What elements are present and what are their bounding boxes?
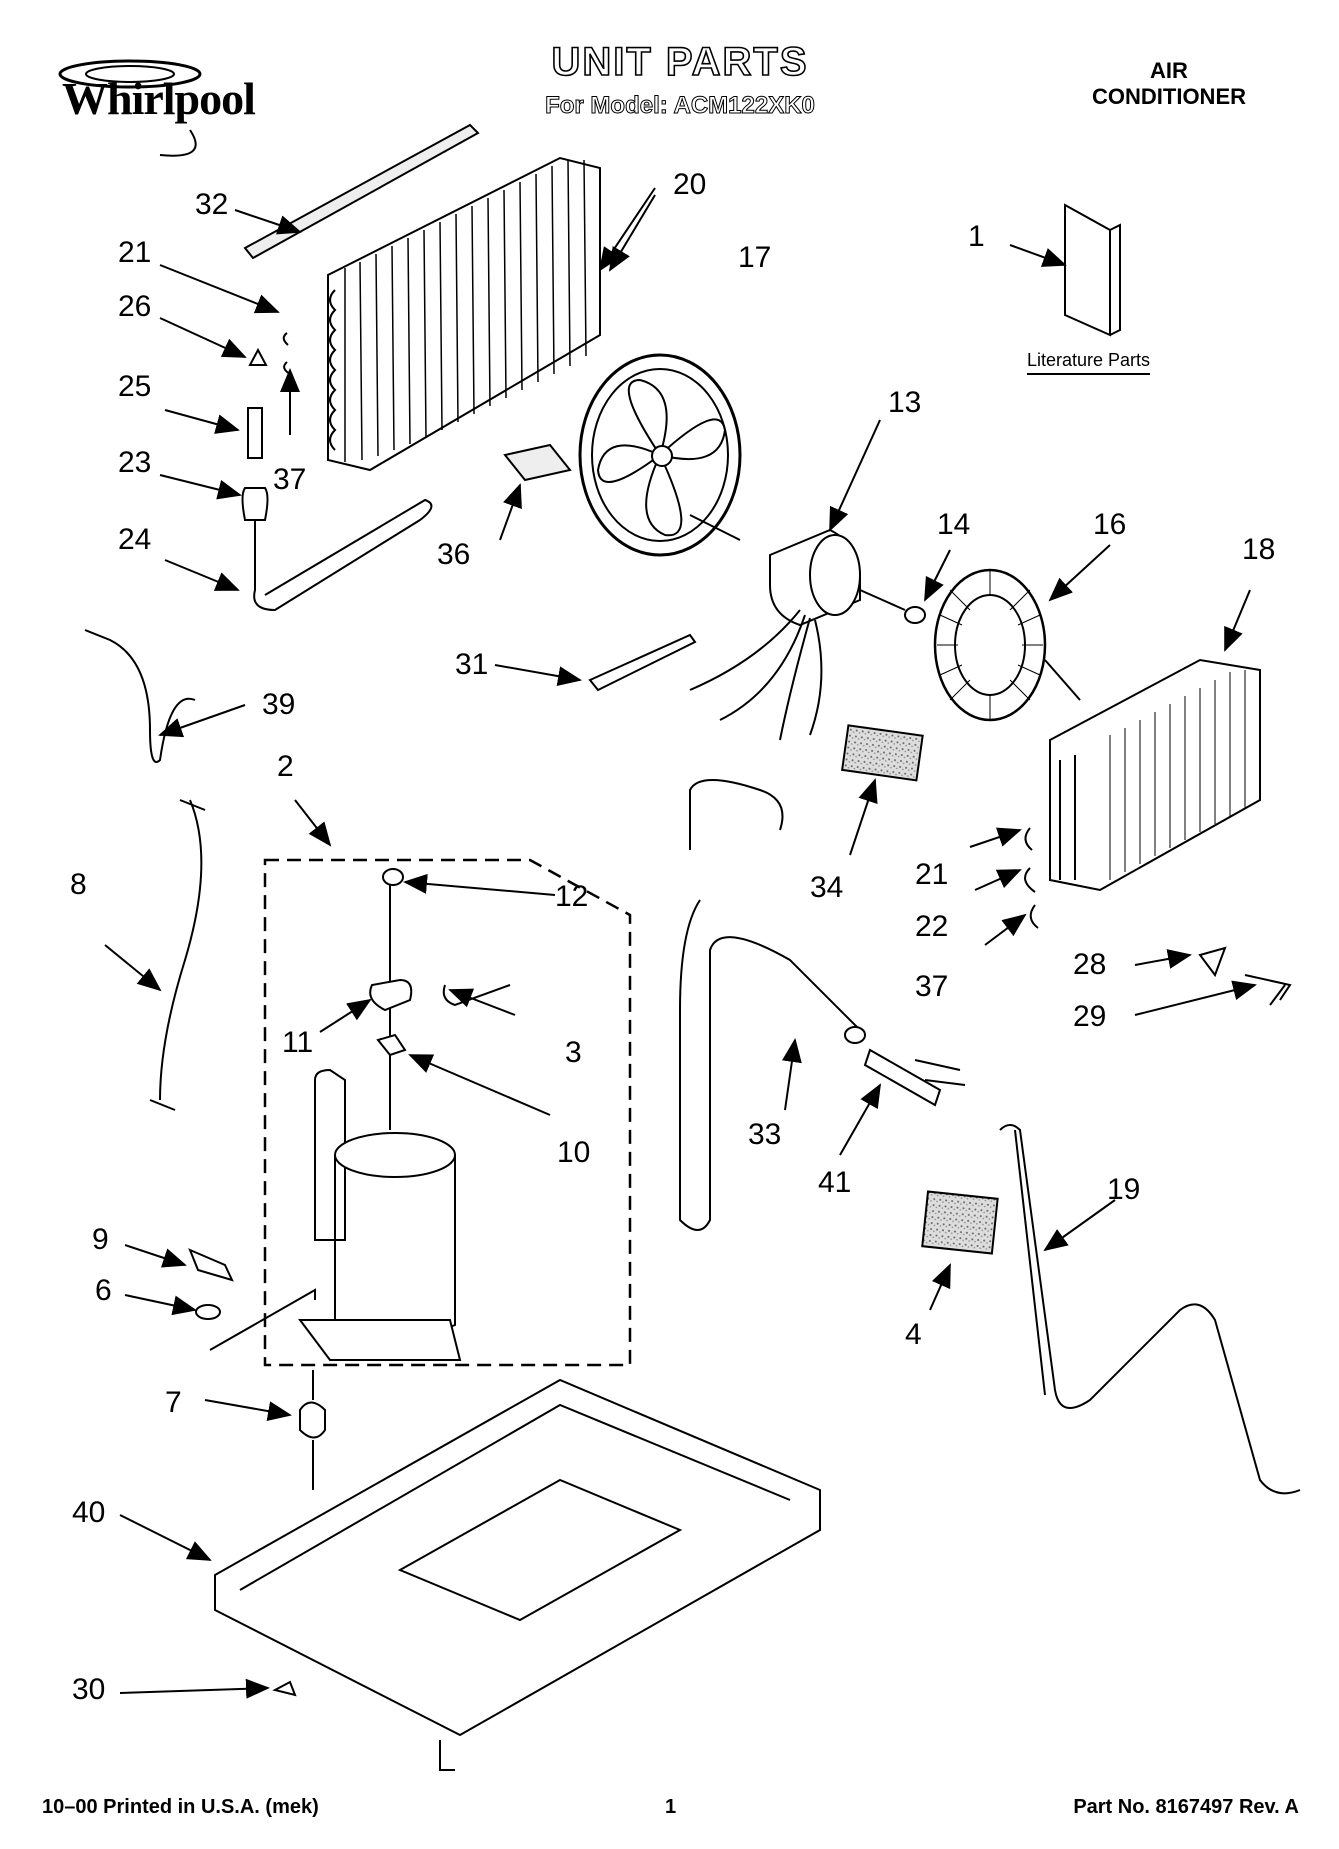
callout-21-left: 21	[118, 236, 152, 269]
callout-leaders	[104, 187, 1257, 1699]
callout-37-left: 37	[273, 463, 307, 496]
callout-3: 3	[565, 1036, 582, 1069]
literature-parts-label: Literature Parts	[1027, 350, 1151, 375]
evaporator-coil-18	[1049, 658, 1261, 892]
clips-right-group	[1024, 827, 1039, 929]
footer-part-number: Part No. 8167497 Rev. A	[1073, 1796, 1299, 1818]
blower-wheel-16	[933, 568, 1081, 722]
callout-10: 10	[557, 1136, 591, 1169]
tubing-33	[679, 779, 866, 1231]
callout-9: 9	[92, 1223, 109, 1256]
motor-13	[689, 514, 906, 741]
callout-16: 16	[1093, 508, 1127, 541]
callout-41: 41	[818, 1166, 852, 1199]
nut-14	[904, 606, 926, 624]
clip-30	[272, 1680, 297, 1697]
literature-booklet-1	[1064, 203, 1121, 337]
callout-23: 23	[118, 446, 152, 479]
callout-24: 24	[118, 523, 152, 556]
page-title: UNIT PARTS	[551, 39, 809, 85]
footer-page-number: 1	[665, 1796, 677, 1818]
seal-strip-19	[999, 1124, 1301, 1495]
retainer-29	[1244, 974, 1292, 1006]
callout-25: 25	[118, 370, 152, 403]
callout-33: 33	[748, 1118, 782, 1151]
foam-pad-34	[841, 724, 924, 782]
filter-clip-28	[1198, 946, 1227, 978]
callout-36: 36	[437, 538, 471, 571]
base-pan-40	[214, 1378, 821, 1771]
callout-14: 14	[937, 508, 971, 541]
foam-pad-4	[921, 1190, 999, 1255]
callout-18: 18	[1242, 533, 1276, 566]
callout-28: 28	[1073, 948, 1107, 981]
brand-name: Whirlpool	[62, 73, 256, 124]
callout-37-right: 37	[915, 970, 949, 1003]
callout-29: 29	[1073, 1000, 1107, 1033]
brand-logo	[40, 50, 280, 160]
footer-printed: 10–00 Printed in U.S.A. (mek)	[42, 1796, 319, 1818]
callout-32: 32	[195, 188, 229, 221]
callout-31: 31	[455, 648, 489, 681]
condenser-coil-20	[327, 156, 601, 472]
wire-harness-8	[149, 799, 206, 1111]
callout-6: 6	[95, 1274, 112, 1307]
callout-11: 11	[282, 1026, 314, 1059]
drain-parts-group	[241, 332, 433, 612]
model-subtitle: For Model: ACM122XK0	[545, 92, 816, 120]
callout-22: 22	[915, 910, 949, 943]
callout-20: 20	[673, 168, 707, 201]
connector-41	[863, 1048, 966, 1107]
fan-shroud-17	[578, 353, 742, 557]
foam-block-36	[503, 443, 572, 482]
product-line-1: AIR	[1150, 58, 1188, 83]
callout-7: 7	[165, 1386, 182, 1419]
callout-34: 34	[810, 871, 844, 904]
callout-2: 2	[277, 750, 294, 783]
callout-12: 12	[555, 880, 589, 913]
callout-17: 17	[738, 241, 772, 274]
callout-30: 30	[72, 1673, 106, 1706]
callout-26: 26	[118, 290, 152, 323]
callout-4: 4	[905, 1318, 922, 1351]
compressor-assembly-2	[263, 858, 632, 1367]
callout-39: 39	[262, 688, 296, 721]
callout-21-right: 21	[915, 858, 949, 891]
wire-bracket-39	[84, 629, 196, 763]
callout-8: 8	[70, 868, 87, 901]
foam-strip-32	[243, 123, 480, 260]
cable-tie-31	[588, 633, 697, 692]
mount-hardware	[188, 1248, 326, 1490]
callout-19: 19	[1107, 1173, 1141, 1206]
callout-40: 40	[72, 1496, 106, 1529]
swirl-logo-icon	[58, 59, 202, 157]
product-line-2: CONDITIONER	[1092, 84, 1246, 109]
callout-1: 1	[968, 220, 985, 253]
callout-13: 13	[888, 386, 922, 419]
